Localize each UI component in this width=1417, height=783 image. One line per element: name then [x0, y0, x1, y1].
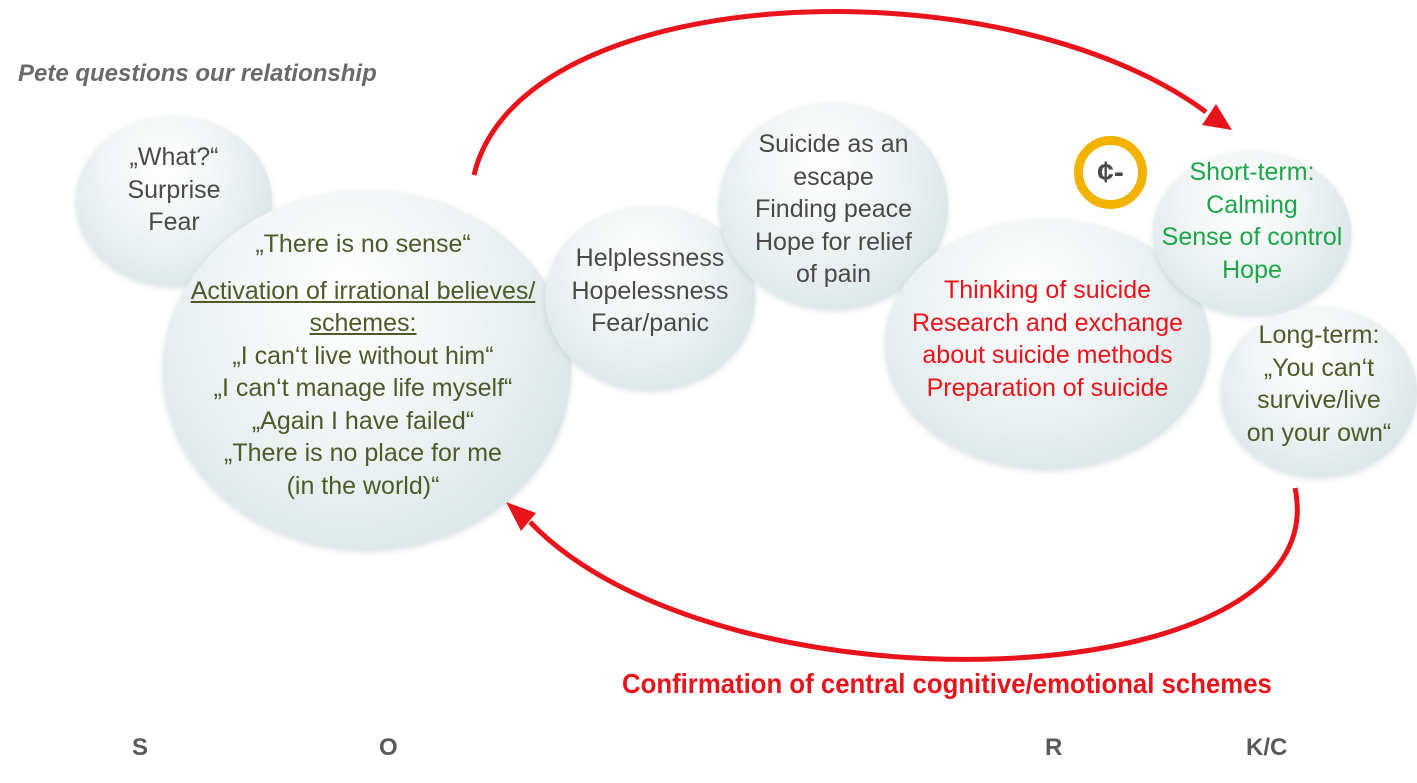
suicide-function-line-1: Suicide as an — [758, 130, 909, 158]
organism-text: „There is no sense“ Activation of irrati… — [163, 228, 563, 502]
axis-label-r: R — [1045, 734, 1063, 761]
reaction-line-4: Preparation of suicide — [926, 373, 1169, 402]
suicide-function-line-2: escape — [793, 162, 874, 191]
belief-3: „Again I have failed“ — [251, 406, 475, 435]
reaction-line-3: about suicide methods — [922, 341, 1173, 369]
axis-label-s: S — [132, 734, 149, 761]
organism-underlined-2: schemes: — [309, 309, 417, 337]
long-term-text: Long-term: „You can‘t survive/live on yo… — [1221, 319, 1417, 449]
long-term-line-1: Long-term: — [1258, 321, 1380, 349]
axis-label-o: O — [379, 734, 398, 761]
organism-header: „There is no sense“ — [255, 230, 471, 258]
short-term-line-3: Sense of control — [1161, 223, 1343, 251]
bubble-reaction — [885, 219, 1210, 469]
situation-text: „What?“ Surprise Fear — [76, 141, 272, 239]
short-term-text: Short-term: Calming Sense of control Hop… — [1153, 156, 1351, 286]
suicide-function-line-5: of pain — [795, 260, 872, 288]
diagram-title: Pete questions our relationship — [18, 60, 377, 87]
reaction-text: Thinking of suicide Research and exchang… — [885, 274, 1210, 404]
top-arrow-path — [471, 9, 1208, 176]
suicide-function-line-3: Finding peace — [754, 195, 913, 223]
belief-1: „I can‘t live without him“ — [232, 341, 494, 370]
emotions-line-1: Helplessness — [575, 244, 725, 272]
bubble-suicide-function — [719, 103, 948, 309]
situation-line-1: „What?“ — [129, 143, 219, 171]
cent-minus-icon: ¢- — [1097, 155, 1124, 189]
short-term-line-2: Calming — [1206, 190, 1298, 219]
bottom-arrow-path — [528, 487, 1300, 662]
suicide-function-line-4: Hope for relief — [754, 227, 913, 256]
bubble-organism — [163, 190, 571, 550]
bubble-short-term — [1153, 151, 1351, 315]
short-term-line-1: Short-term: — [1189, 158, 1315, 186]
reaction-line-1: Thinking of suicide — [943, 276, 1152, 304]
organism-underlined-1: Activation of irrational believes/ — [190, 276, 536, 305]
belief-4: „There is no place for me — [224, 439, 502, 467]
belief-2: „I can‘t manage life myself“ — [213, 374, 513, 402]
situation-line-2: Surprise — [127, 175, 221, 204]
situation-line-3: Fear — [148, 208, 200, 236]
bubble-long-term — [1221, 307, 1417, 477]
confirmation-caption: Confirmation of central cognitive/emotio… — [622, 668, 1272, 699]
long-term-line-3: survive/live — [1257, 386, 1381, 414]
reaction-line-2: Research and exchange — [911, 308, 1184, 337]
long-term-line-2: „You can‘t — [1263, 353, 1375, 382]
axis-label-kc: K/C — [1246, 734, 1288, 761]
long-term-line-4: on your own“ — [1246, 418, 1392, 447]
bottom-arrowhead — [506, 502, 536, 531]
belief-5: (in the world)“ — [286, 471, 440, 500]
emotions-text: Helplessness Hopelessness Fear/panic — [545, 242, 755, 340]
short-term-line-4: Hope — [1222, 255, 1282, 284]
bubble-emotions — [545, 206, 755, 390]
suicide-function-text: Suicide as an escape Finding peace Hope … — [719, 128, 948, 291]
emotions-line-3: Fear/panic — [590, 309, 710, 337]
top-arrowhead — [1202, 104, 1232, 130]
negative-consequence-ring: ¢- — [1074, 136, 1147, 209]
emotions-line-2: Hopelessness — [571, 276, 729, 305]
